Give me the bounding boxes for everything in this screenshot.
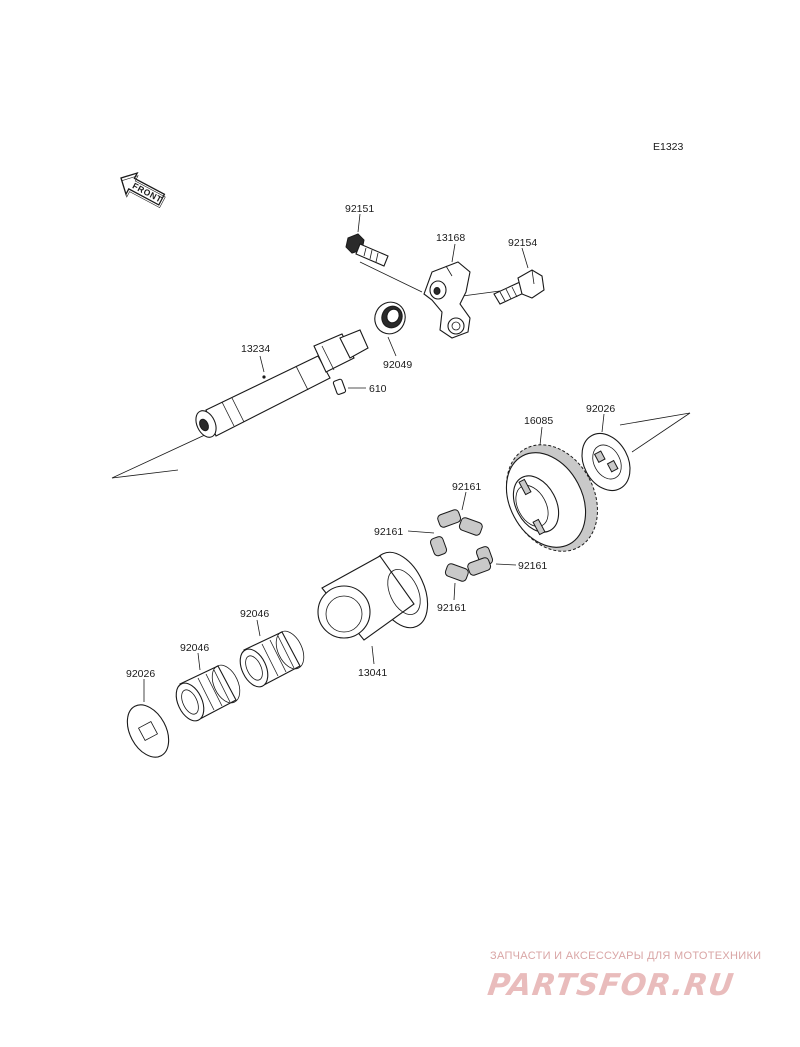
washer-92026-left	[126, 704, 170, 758]
needle-bearing-92046-lower	[175, 664, 241, 722]
label-needle-bearing-92046-upper: 92046	[240, 608, 269, 620]
seal-92049	[374, 301, 406, 335]
watermark-tagline: ЗАПЧАСТИ И АКСЕССУАРЫ ДЛЯ МОТОТЕХНИКИ	[490, 950, 762, 962]
label-pin-610: 610	[369, 383, 387, 395]
shaft-13234	[195, 329, 369, 438]
label-damper-92161-top: 92161	[452, 481, 481, 493]
dampers-92161	[429, 509, 494, 582]
diagram-code: E1323	[653, 141, 684, 153]
label-gear-16085: 16085	[524, 415, 553, 427]
needle-bearing-92046-upper	[239, 630, 305, 688]
label-washer-92026-left: 92026	[126, 668, 155, 680]
bolt-92154	[493, 269, 545, 305]
label-damper-92161-right: 92161	[518, 560, 547, 572]
watermark-logo: PARTSFOR.RU	[485, 968, 737, 1003]
pin-610	[332, 378, 347, 395]
label-needle-bearing-92046-lower: 92046	[180, 642, 209, 654]
bolt-92151	[345, 233, 389, 267]
label-hub-13041: 13041	[358, 667, 387, 679]
label-shaft-13234: 13234	[241, 343, 270, 355]
label-arm-13168: 13168	[436, 232, 465, 244]
washer-92026-right	[581, 433, 631, 491]
gear-16085	[505, 444, 598, 552]
hub-13041	[317, 551, 429, 641]
arm-13168	[423, 261, 471, 339]
label-washer-92026-right: 92026	[586, 403, 615, 415]
label-damper-92161-left: 92161	[374, 526, 403, 538]
front-arrow-icon: FRONT	[120, 171, 166, 209]
label-seal-92049: 92049	[383, 359, 412, 371]
label-bolt-92154: 92154	[508, 237, 537, 249]
label-damper-92161-bottom: 92161	[437, 602, 466, 614]
label-bolt-92151: 92151	[345, 203, 374, 215]
